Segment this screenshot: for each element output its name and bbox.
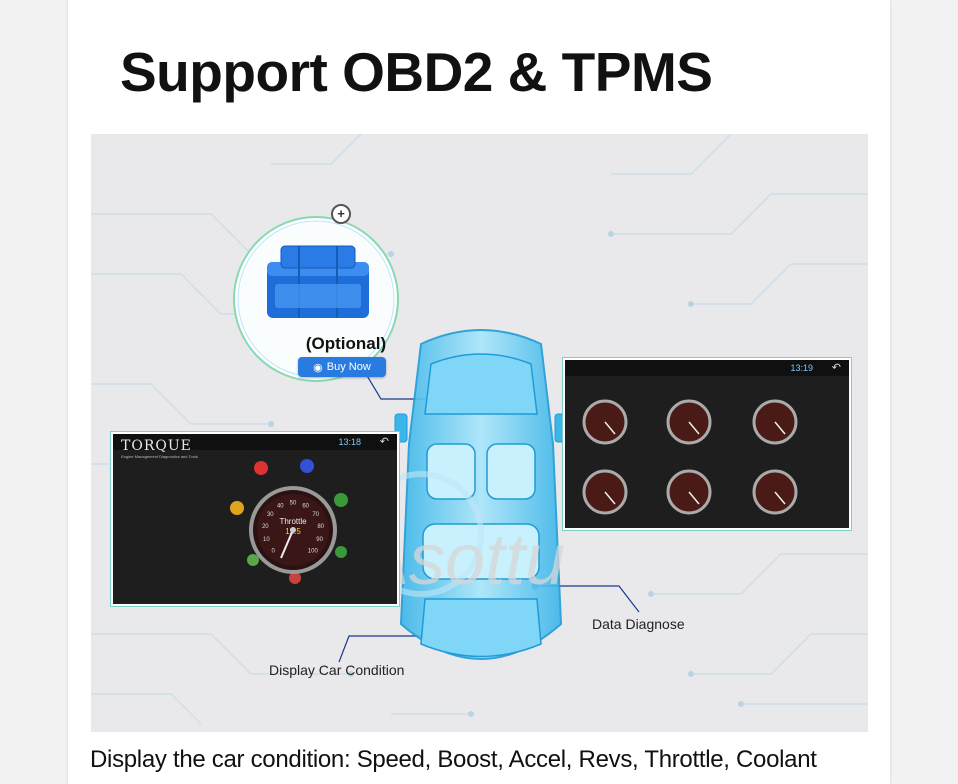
status-time: 13:18	[338, 437, 361, 447]
data-diagnose-label: Data Diagnose	[592, 616, 685, 632]
status-time: 13:19	[790, 363, 813, 373]
status-bar: 13:18 ↶	[113, 434, 397, 450]
gauge-grid	[582, 399, 798, 515]
gauges-screen: 13:19 ↶	[563, 358, 851, 530]
illustration-stage: Asottu + (Optional) ◉ Buy Now 13:18 ↶	[91, 134, 868, 732]
torque-screen: 13:18 ↶ TORQUE Engine Management Diagnos…	[111, 432, 399, 606]
product-panel: Support OBD2 & TPMS	[68, 0, 890, 784]
gauge-tick-label: 70	[312, 512, 319, 518]
feature-caption: Display the car condition: Speed, Boost,…	[90, 746, 817, 773]
page-title: Support OBD2 & TPMS	[120, 41, 713, 103]
gauge-tick-label: 100	[308, 548, 319, 554]
touch-icon: ◉	[313, 361, 323, 374]
dial-needle	[688, 491, 700, 505]
gauge-tick-label: 60	[302, 504, 309, 510]
buy-now-button[interactable]: ◉ Buy Now	[298, 357, 386, 377]
gauge-tick-label: 20	[262, 524, 269, 530]
gauge-tick-label: 40	[277, 504, 284, 510]
status-bar: 13:19 ↶	[565, 360, 849, 376]
optional-label: (Optional)	[305, 334, 387, 353]
gauge-tick-label: 80	[317, 524, 324, 530]
display-car-condition-label: Display Car Condition	[269, 662, 405, 678]
buy-now-label: Buy Now	[326, 361, 371, 373]
back-icon[interactable]: ↶	[379, 436, 389, 448]
dial-needle	[604, 421, 616, 435]
gauge-title: Throttle	[279, 517, 307, 526]
dial-needle	[774, 421, 786, 435]
back-icon[interactable]: ↶	[831, 362, 841, 374]
obd2-adapter-image	[267, 245, 369, 318]
expand-plus-button[interactable]: +	[331, 204, 351, 224]
gauge-tick-label: 30	[267, 512, 274, 518]
dial-needle	[688, 421, 700, 435]
gauge-tick-label: 10	[263, 537, 270, 543]
torque-logo: TORQUE	[121, 438, 192, 454]
torque-subtitle: Engine Management Diagnostics and Tools	[121, 454, 198, 459]
gauge-tick-label: 0	[272, 548, 276, 554]
dial-needle	[774, 491, 786, 505]
gauge-tick-label: 90	[316, 537, 323, 543]
dial-needle	[604, 491, 616, 505]
gauge-tick-label: 50	[290, 501, 297, 507]
